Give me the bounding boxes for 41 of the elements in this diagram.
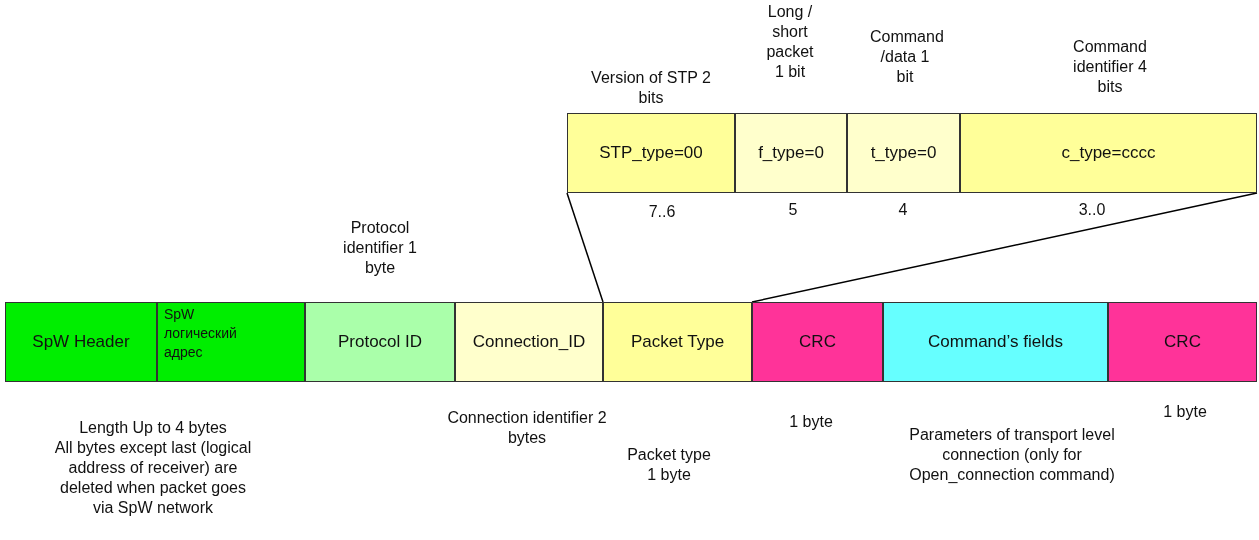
- field-name: Connection_ID: [472, 332, 586, 352]
- field-name: CRC: [1164, 332, 1201, 352]
- field-box: [5, 302, 157, 382]
- field-box: [157, 302, 305, 382]
- field-box: [455, 302, 603, 382]
- field-box: [735, 113, 847, 193]
- annotation-text: 1 byte: [1162, 402, 1208, 422]
- field-name: SpW логический адрес: [164, 305, 238, 362]
- annotation-text: 4: [897, 200, 909, 220]
- field-name: STP_type=00: [599, 143, 703, 163]
- field-name: t_type=0: [870, 143, 937, 163]
- annotation-text: Packet type 1 byte: [626, 445, 712, 485]
- field-box: [847, 113, 960, 193]
- annotation-text: Parameters of transport level connection (only for Open_connection command): [908, 425, 1116, 485]
- annotation-text: 5: [787, 200, 799, 220]
- field-name: SpW Header: [32, 332, 130, 352]
- field-box: [883, 302, 1108, 382]
- annotation-text: 7..6: [647, 202, 677, 222]
- annotation-text: 1 byte: [788, 412, 834, 432]
- field-name: Packet Type: [630, 332, 725, 352]
- annotation-text: 3..0: [1077, 200, 1107, 220]
- field-box: [567, 113, 735, 193]
- annotation-text: Version of STP 2 bits: [591, 68, 711, 108]
- field-box: [1108, 302, 1257, 382]
- annotation-text: Length Up to 4 bytes: [78, 418, 228, 438]
- field-name: c_type=cccc: [1061, 143, 1156, 163]
- field-name: f_type=0: [758, 143, 824, 163]
- connector-line: [751, 192, 1258, 303]
- field-name: Protocol ID: [337, 332, 423, 352]
- field-box: [752, 302, 883, 382]
- field-box: [305, 302, 455, 382]
- annotation-text: Connection identifier 2 bytes: [447, 408, 607, 448]
- field-name: CRC: [799, 332, 836, 352]
- connector-line: [566, 192, 604, 303]
- field-box: [603, 302, 752, 382]
- annotation-text: Command identifier 4 bits: [1072, 37, 1148, 97]
- annotation-text: Protocol identifier 1 byte: [342, 218, 418, 278]
- field-box: [960, 113, 1257, 193]
- annotation-text: All bytes except last (logical address of receiver) are deleted when packet goes via SpW network: [53, 438, 253, 518]
- annotation-text: Long / short packet 1 bit: [765, 2, 815, 82]
- field-name: Command’s fields: [928, 332, 1063, 352]
